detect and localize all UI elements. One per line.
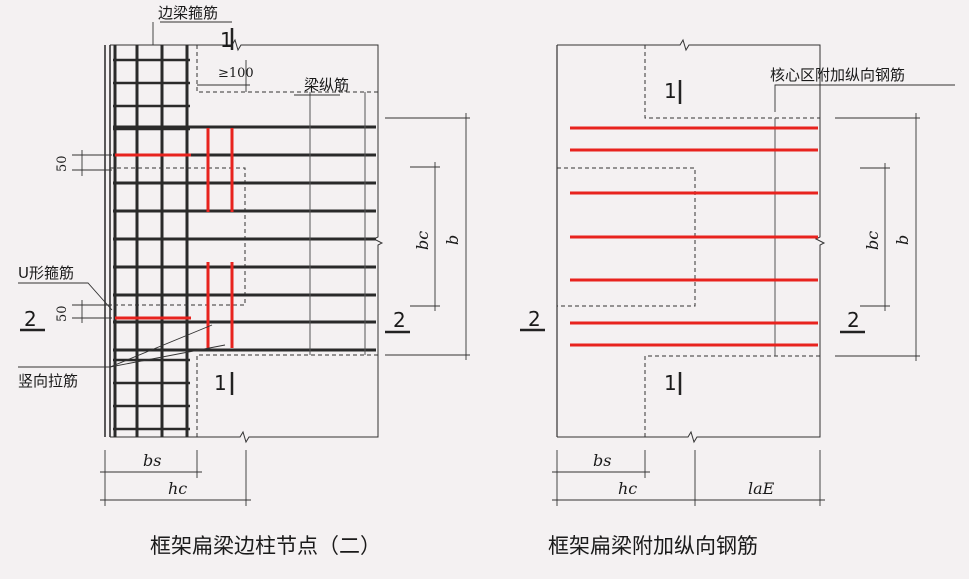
label-50-bot: 50 [55,305,70,322]
caption-left: 框架扁梁边柱节点（二） [150,534,381,558]
section-1-top-right: 1 [664,79,677,103]
label-lae-right: laE [748,479,775,498]
section-1-bot-right: 1 [664,371,677,395]
section-2-left-label: 2 [24,307,37,331]
label-beam-long-bar: 梁纵筋 [304,76,349,94]
left-drawing: 1 1 2 2 边梁箍筋 ≥100 梁纵筋 [18,4,470,558]
section-2-right-right: 2 [847,308,860,332]
section-1-top-label: 1 [220,28,233,52]
dashed-outlines-right [557,45,820,437]
label-vertical-tie: 竖向拉筋 [18,372,78,390]
dim-bc-b-right [835,113,920,361]
leaders-left [18,21,340,368]
section-marks-right: 1 1 2 2 [520,79,865,395]
section-mark-1-bot: 1 [214,371,234,395]
right-drawing: 1 1 2 2 核心区附加纵向钢筋 bs hc laE [520,38,955,558]
section-2-right-label: 2 [393,308,406,332]
section-2-left-right: 2 [528,307,541,331]
dashed-outlines [110,45,378,437]
dim-bs-hc-right [552,450,825,506]
caption-right: 框架扁梁附加纵向钢筋 [548,534,758,558]
label-bs-left: bs [143,451,161,470]
section-mark-2-right: 2 [385,308,410,334]
label-50-top: 50 [55,155,70,172]
label-min-100: ≥100 [218,66,254,81]
red-rebar-right [570,126,818,347]
label-hc-right: hc [618,479,637,498]
bottom-boundary [110,430,379,444]
red-rebar-left [115,128,234,348]
label-b-left: b [443,235,462,245]
column-cage-ties [113,58,190,431]
beam-stirrup-verticals [309,92,366,355]
dim-bc-b-left [385,113,470,360]
label-b-right: b [893,235,912,245]
section-mark-2-left: 2 [20,307,45,332]
label-u-stirrup: U形箍筋 [18,264,74,282]
label-bc-right: bc [863,231,882,250]
column-cage [113,45,189,437]
label-bs-right: bs [593,451,611,470]
top-boundary [110,38,379,52]
section-mark-1-top: 1 [220,28,234,52]
label-hc-left: hc [168,479,187,498]
beam-longitudinal-bars [113,125,376,352]
label-core-extra-bar: 核心区附加纵向钢筋 [770,66,905,84]
section-1-bot-label: 1 [214,371,227,395]
dim-bs-hc-left [100,450,251,506]
label-edge-beam-stirrup: 边梁箍筋 [158,4,218,22]
label-bc-left: bc [413,231,432,250]
